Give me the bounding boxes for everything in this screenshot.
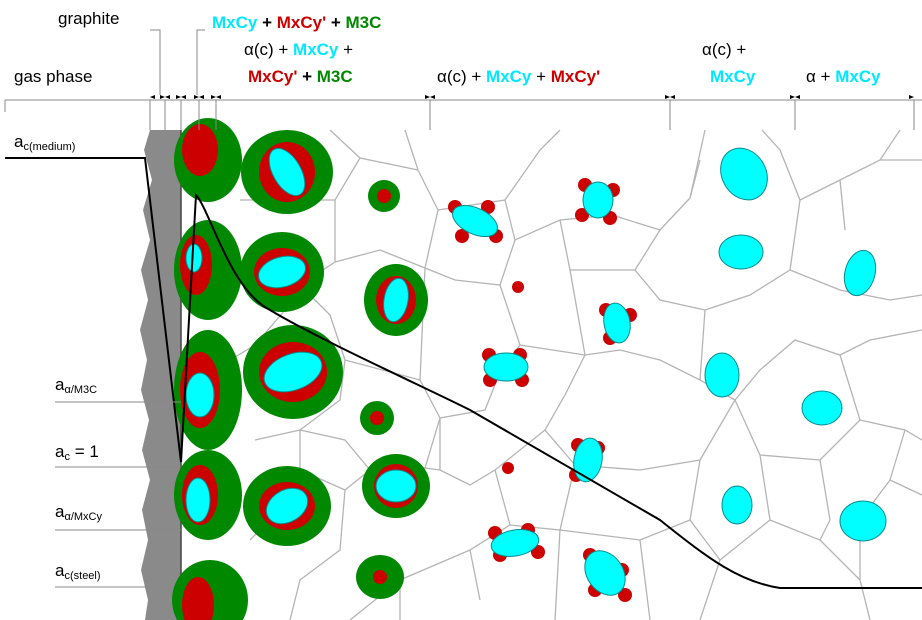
zone45-particles (704, 147, 887, 542)
activity-label-medium: ac(medium) (14, 132, 75, 153)
zone3-particles (448, 178, 637, 602)
activity-label-ac1: ac = 1 (55, 442, 99, 463)
gas-phase-label: gas phase (14, 67, 92, 86)
zone5-label: α + MxCy (806, 67, 881, 86)
surface-carbide-band (172, 118, 248, 620)
zone4-label-line2: MxCy (710, 67, 756, 86)
graphite-label: graphite (58, 9, 119, 28)
zone1-label: MxCy + MxCy' + M3C (212, 13, 381, 32)
activity-label-steel: ac(steel) (55, 561, 101, 582)
zone3-label: α(c) + MxCy + MxCy' (437, 67, 600, 86)
activity-label-mxcy: aα/MxCy (55, 502, 102, 523)
zone2-label-line1: α(c) + MxCy + (244, 40, 353, 59)
activity-label-m3c: aα/M3C (55, 375, 97, 396)
zone2-label-line2: MxCy' + M3C (248, 67, 353, 86)
graphite-layer (140, 130, 181, 620)
activity-curves (5, 157, 922, 589)
ruler-arrows (150, 95, 914, 99)
grain-boundaries (229, 129, 922, 620)
zone2-particles (240, 130, 430, 599)
activity-leaders (55, 401, 181, 588)
zone-ruler (4, 29, 922, 130)
zone4-label-line1: α(c) + (702, 40, 746, 59)
